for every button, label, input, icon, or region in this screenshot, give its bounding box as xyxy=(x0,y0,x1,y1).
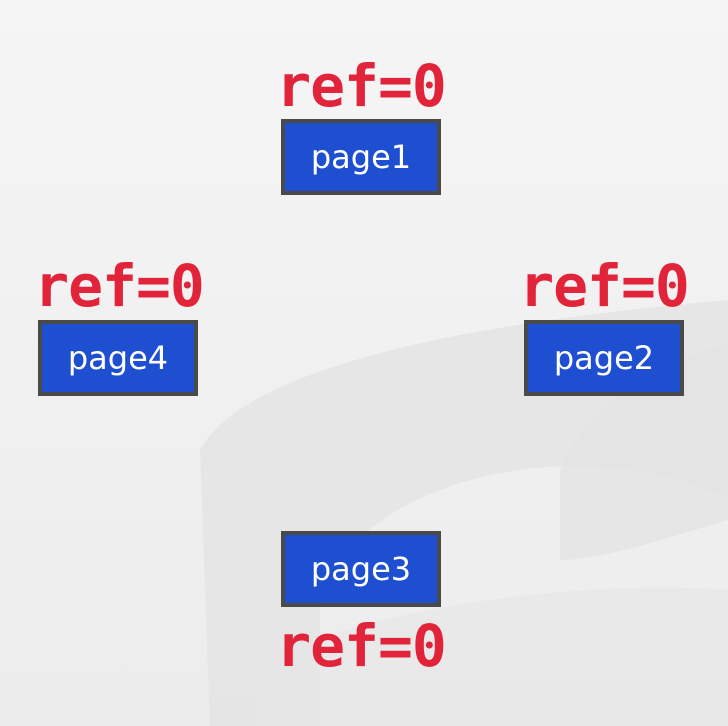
page3-label: page3 xyxy=(311,550,411,588)
ref-count-page1: ref=0 xyxy=(251,54,471,118)
page3-box: page3 xyxy=(281,531,441,607)
page4-label: page4 xyxy=(68,339,168,377)
ref-count-page4: ref=0 xyxy=(9,254,229,318)
page2-box: page2 xyxy=(524,320,684,396)
page1-label: page1 xyxy=(311,138,411,176)
ref-count-page3: ref=0 xyxy=(251,614,471,678)
ref-count-page2: ref=0 xyxy=(494,254,714,318)
page1-box: page1 xyxy=(281,119,441,195)
page4-box: page4 xyxy=(38,320,198,396)
page2-label: page2 xyxy=(554,339,654,377)
